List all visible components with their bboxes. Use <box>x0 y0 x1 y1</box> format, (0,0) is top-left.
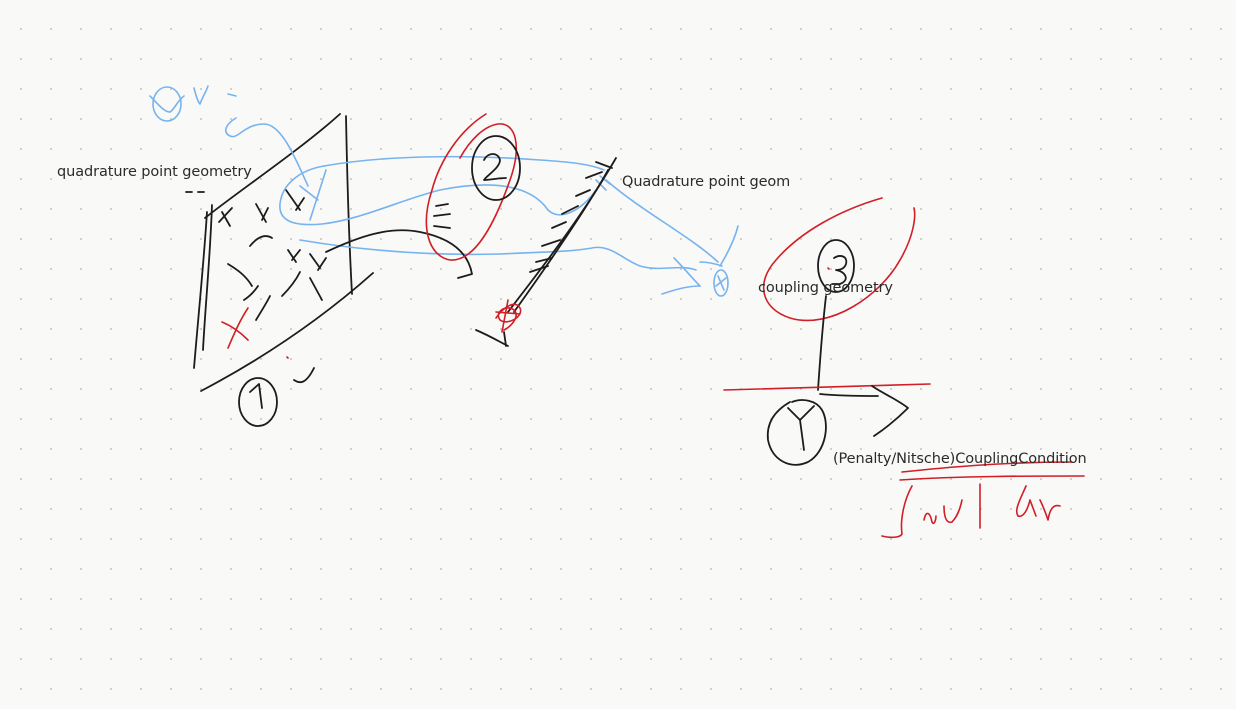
line-geometry-sketch <box>475 157 617 347</box>
patch-surface-sketch <box>185 113 374 392</box>
label-coupling-condition[interactable]: (Penalty/Nitsche)CouplingCondition <box>833 451 1087 467</box>
blue-curved-arrow <box>224 117 327 221</box>
geometry-3-marker <box>762 197 916 391</box>
red-scribble-mark <box>495 299 522 333</box>
coupling-axis-arrow <box>723 383 931 466</box>
integral-formula-handwriting <box>881 461 1085 539</box>
label-quadrature-point-geom[interactable]: Quadrature point geom <box>622 174 791 190</box>
omega-v-handwriting <box>149 85 237 122</box>
black-connecting-curve <box>325 229 473 279</box>
red-x-mark <box>221 307 289 359</box>
geometry-2-marker <box>425 113 521 261</box>
label-quadrature-point-geometry[interactable]: quadrature point geometry <box>57 164 252 180</box>
patch-1-number <box>238 367 315 427</box>
blue-connection-loop <box>279 155 739 297</box>
label-coupling-geometry[interactable]: coupling geometry <box>758 280 893 296</box>
